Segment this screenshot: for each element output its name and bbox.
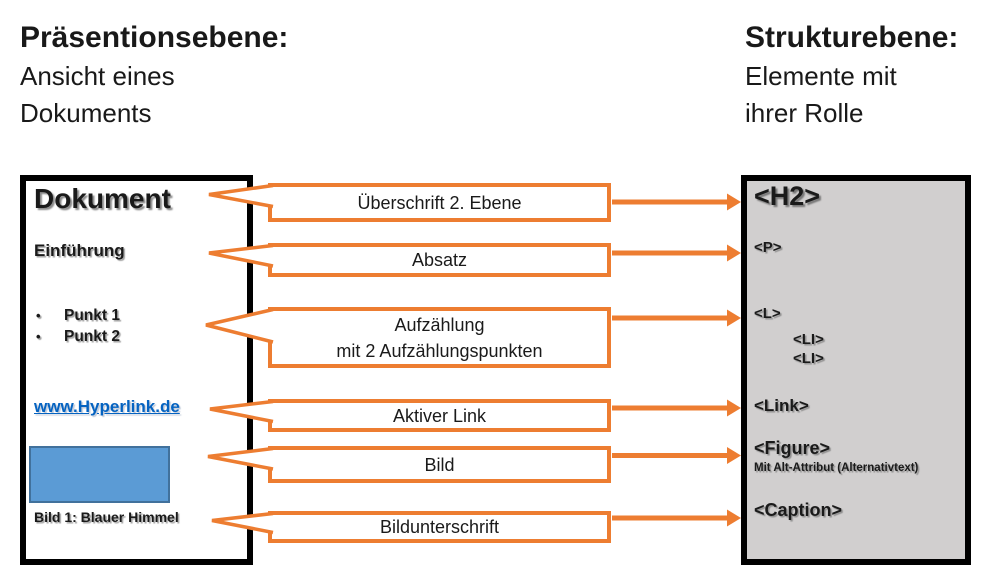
presentation-level-sub1: Ansicht eines	[20, 61, 175, 91]
image-caption: Bild 1: Blauer Himmel	[34, 509, 179, 525]
arrow-shaft-right-heading	[612, 199, 727, 205]
arrow-head-right-figure	[727, 447, 741, 464]
structure-level-sub2: ihrer Rolle	[745, 98, 864, 128]
bullet-icon: •	[36, 329, 41, 344]
arrow-shaft-right-paragraph	[612, 250, 727, 256]
list-item-label: Punkt 2	[64, 327, 120, 345]
arrow-head-right-link	[727, 399, 741, 417]
callout-paragraph: Absatz	[268, 243, 611, 277]
document-title: Dokument	[34, 183, 171, 214]
callout-heading-label: Überschrift 2. Ebene	[357, 192, 522, 213]
callout-caption: Bildunterschrift	[268, 511, 611, 543]
presentation-level-sub2: Dokuments	[20, 98, 152, 128]
arrow-shaft-right-figure	[612, 453, 727, 458]
arrow-head-right-list	[727, 309, 741, 327]
document-preview-panel: Dokument Einführung • Punkt 1 • Punkt 2 …	[20, 175, 253, 565]
list-item: • Punkt 2	[36, 326, 120, 347]
tag-caption: <Caption>	[754, 500, 843, 520]
structure-level-sub1: Elemente mit	[745, 61, 897, 91]
tag-l: <L>	[754, 305, 781, 322]
presentation-level-title: Präsentionsebene: Ansicht eines Dokument…	[20, 18, 288, 132]
bullet-icon: •	[36, 308, 41, 323]
callout-caption-label: Bildunterschrift	[379, 517, 500, 537]
callout-link: Aktiver Link	[268, 399, 611, 432]
tag-li-1: <LI>	[793, 331, 824, 348]
arrow-head-right-caption	[727, 509, 741, 527]
callout-heading: Überschrift 2. Ebene	[268, 183, 611, 222]
tag-link: <Link>	[754, 396, 809, 415]
arrow-head-right-heading	[727, 193, 741, 211]
callout-image: Bild	[268, 446, 611, 483]
tag-h2: <H2>	[754, 181, 821, 211]
arrow-shaft-right-link	[612, 405, 727, 411]
tag-li-2: <LI>	[793, 350, 824, 367]
blue-sky-image	[29, 446, 170, 503]
callout-list-label-line1: Aufzählung	[394, 314, 485, 335]
list-item: • Punkt 1	[36, 305, 120, 326]
arrow-shaft-right-list	[612, 315, 727, 321]
structure-panel: <H2> <P> <L> <LI> <LI> <Link> <Figure> M…	[741, 175, 971, 565]
hyperlink[interactable]: www.Hyperlink.de	[34, 397, 180, 416]
callout-paragraph-label: Absatz	[411, 250, 468, 270]
tag-figure: <Figure>	[754, 438, 831, 458]
tag-p: <P>	[754, 239, 782, 256]
document-bullet-list: • Punkt 1 • Punkt 2	[36, 305, 120, 347]
structure-level-title: Strukturebene: Elemente mit ihrer Rolle	[745, 18, 958, 132]
callout-link-label: Aktiver Link	[392, 405, 487, 426]
document-intro-paragraph: Einführung	[34, 241, 125, 260]
callout-list-label-line2: mit 2 Aufzählungspunkten	[336, 340, 543, 361]
presentation-level-heading: Präsentionsebene:	[20, 21, 289, 54]
callout-image-label: Bild	[424, 454, 455, 475]
arrow-head-right-paragraph	[727, 244, 741, 262]
callout-list: Aufzählung mit 2 Aufzählungspunkten	[268, 307, 611, 368]
arrow-shaft-right-caption	[612, 515, 727, 521]
structure-level-heading: Strukturebene:	[745, 21, 959, 54]
tag-figure-alt-note: Mit Alt-Attribut (Alternativtext)	[754, 462, 919, 474]
list-item-label: Punkt 1	[64, 306, 120, 324]
